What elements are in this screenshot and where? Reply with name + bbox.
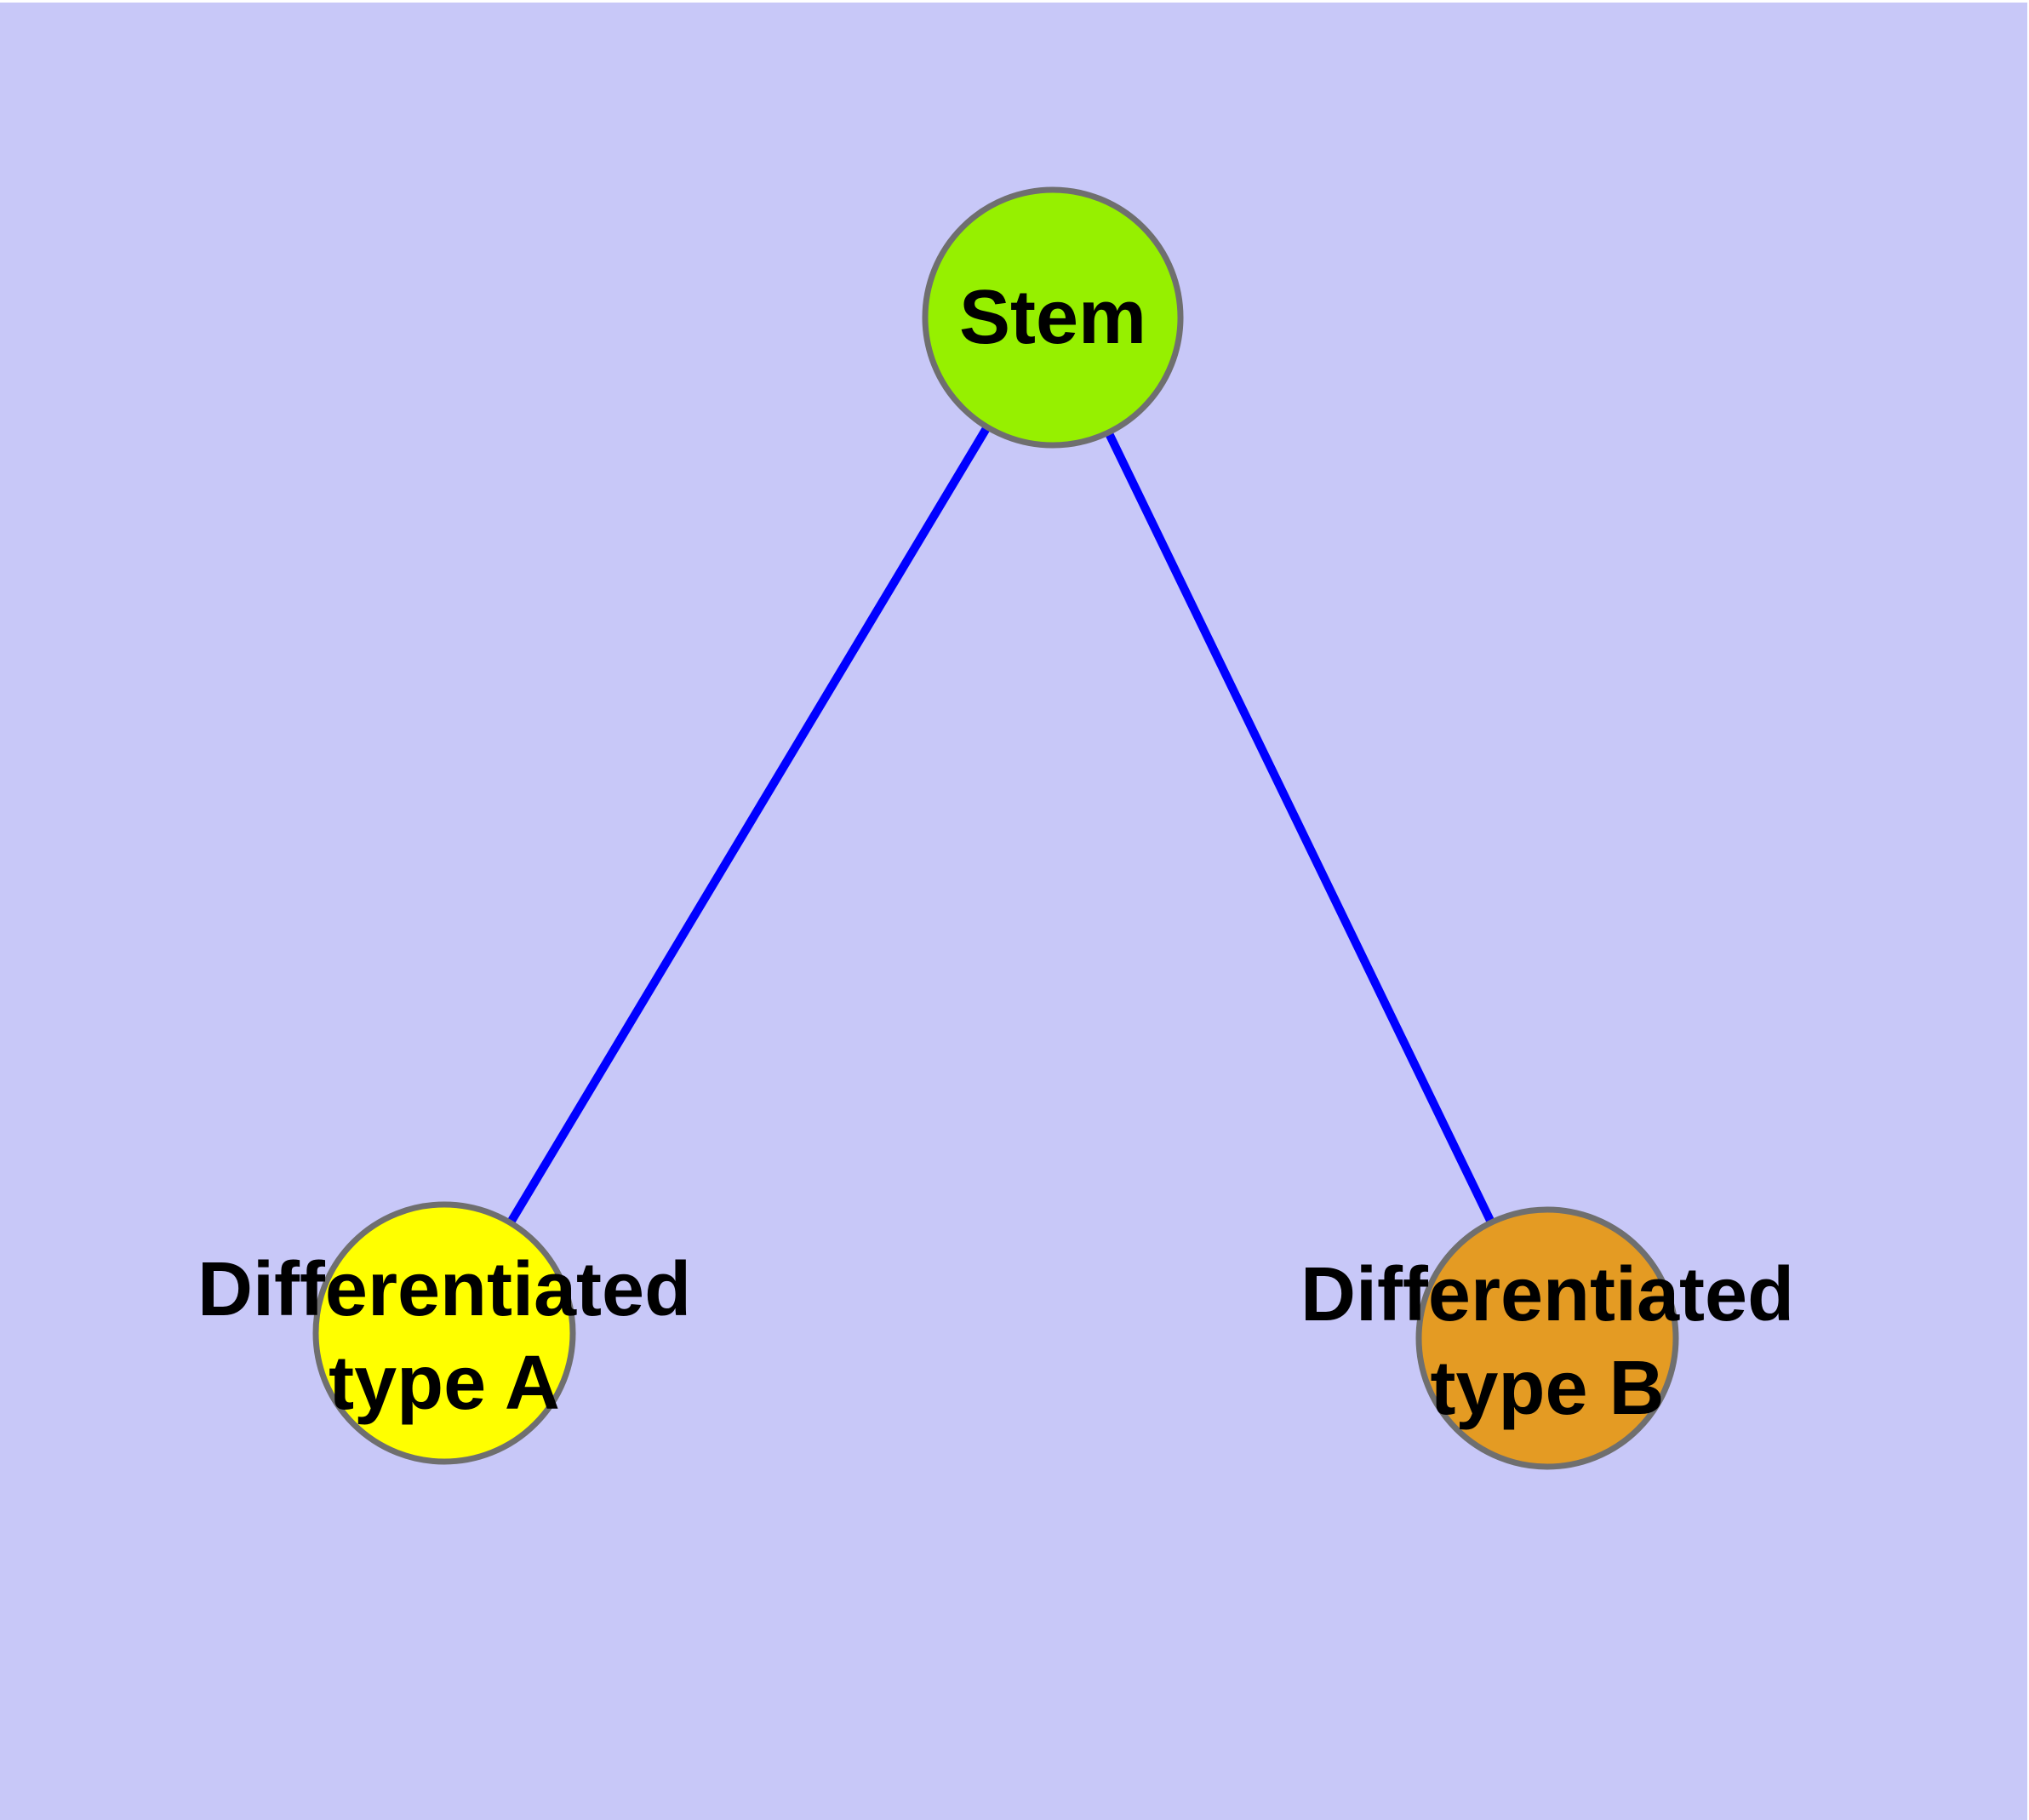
node-type-b-circle[interactable] <box>1415 1206 1679 1470</box>
edge-stem-to-type-a <box>440 315 1057 1336</box>
node-type-a-circle[interactable] <box>312 1201 576 1465</box>
edge-stem-to-type-b <box>1049 315 1552 1341</box>
node-stem-circle[interactable] <box>922 186 1184 449</box>
image-top-white-margin <box>0 0 2029 3</box>
image-right-white-margin <box>2027 0 2029 1820</box>
